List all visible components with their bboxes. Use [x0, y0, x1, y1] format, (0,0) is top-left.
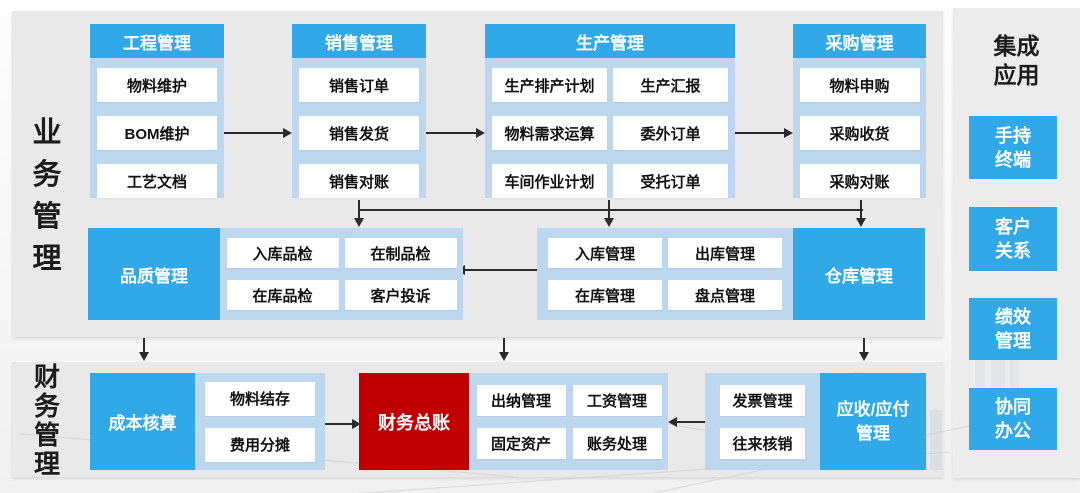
purchasing-group-body: 物料申购 采购收货 采购对账 [793, 58, 926, 198]
performance-management-box: 绩效 管理 [969, 298, 1057, 360]
module-purchase-reconciliation: 采购对账 [799, 164, 920, 198]
module-sales-reconciliation: 销售对账 [299, 164, 419, 198]
arrow-down-icon [856, 218, 866, 227]
arrow-production-to-purchasing [735, 132, 784, 134]
module-incoming-inspection: 入库品检 [226, 238, 339, 268]
arrow-warehouse-to-quality [465, 269, 537, 271]
ledger-items-container: 出纳管理 工资管理 固定资产 账务处理 [470, 373, 668, 470]
cost-items-container: 物料结存 费用分摊 [195, 373, 325, 470]
engineering-group-title: 工程管理 [90, 24, 224, 58]
connector-top-to-middle [359, 209, 863, 211]
arrow-right-icon [784, 128, 793, 138]
module-process-documents: 工艺文档 [97, 164, 217, 198]
arrow-engineering-to-sales [224, 132, 283, 134]
module-outbound-management: 出库管理 [668, 238, 782, 268]
arrow-down-icon [499, 352, 509, 361]
module-outsourcing-order: 委外订单 [613, 116, 728, 150]
integration-apps-title: 集成 应用 [993, 33, 1040, 88]
production-row: 生产排产计划 生产汇报 [492, 68, 728, 102]
module-material-maintenance: 物料维护 [97, 68, 217, 102]
connector-middle-to-ledger-items [503, 338, 505, 353]
module-accounting-processing: 账务处理 [572, 427, 662, 459]
production-group-title: 生产管理 [485, 24, 735, 58]
module-material-requisition: 物料申购 [799, 68, 920, 102]
module-invoice-management: 发票管理 [720, 384, 805, 416]
arrow-down-icon [139, 352, 149, 361]
module-current-account-writeoff: 往来核销 [720, 427, 805, 459]
module-customer-complaint: 客户投诉 [344, 280, 457, 310]
production-row: 车间作业计划 受托订单 [492, 164, 728, 198]
module-inbound-management: 入库管理 [548, 238, 662, 268]
module-consignment-order: 受托订单 [613, 164, 728, 198]
handheld-terminal-box: 手持 终端 [969, 116, 1057, 179]
module-stock-inspection: 在库品检 [226, 280, 339, 310]
arrow-down-icon [354, 218, 364, 227]
connector-warehouse-to-receivable [863, 338, 865, 353]
purchasing-group-title: 采购管理 [793, 24, 926, 58]
module-bom-maintenance: BOM维护 [97, 116, 217, 150]
production-group: 生产管理 生产排产计划 生产汇报 物料需求运算 委外订单 车间作业计划 受托订单 [485, 24, 735, 198]
module-mrp-calculation: 物料需求运算 [492, 116, 607, 150]
module-material-balance: 物料结存 [205, 381, 315, 416]
module-production-report: 生产汇报 [613, 68, 728, 102]
sales-group: 销售管理 销售订单 销售发货 销售对账 [292, 24, 426, 198]
business-section-label: 业务管理 [32, 117, 62, 275]
module-stocktaking-management: 盘点管理 [668, 280, 782, 310]
sales-group-body: 销售订单 销售发货 销售对账 [292, 58, 426, 198]
arrow-sales-to-production [426, 132, 476, 134]
arrow-receivable-to-ledger [677, 421, 707, 423]
customer-relationship-box: 客户 关系 [969, 207, 1057, 271]
cost-accounting-box: 成本核算 [90, 373, 195, 470]
production-row: 物料需求运算 委外订单 [492, 116, 728, 150]
general-ledger-box: 财务总账 [359, 373, 469, 470]
module-payroll-management: 工资管理 [572, 384, 662, 416]
module-purchase-receiving: 采购收货 [799, 116, 920, 150]
engineering-group-body: 物料维护 BOM维护 工艺文档 [90, 58, 224, 198]
module-expense-allocation: 费用分摊 [205, 427, 315, 462]
building-watermark [975, 340, 985, 410]
warehouse-items-container: 入库管理 出库管理 在库管理 盘点管理 [537, 228, 793, 320]
arrow-down-icon [604, 218, 614, 227]
building-watermark [1010, 350, 1019, 410]
quality-management-box: 品质管理 [88, 228, 220, 320]
finance-section-label: 财务管理 [33, 362, 60, 479]
module-production-scheduling: 生产排产计划 [492, 68, 607, 102]
module-sales-delivery: 销售发货 [299, 116, 419, 150]
module-stock-management: 在库管理 [548, 280, 662, 310]
production-group-body: 生产排产计划 生产汇报 物料需求运算 委外订单 车间作业计划 受托订单 [485, 58, 735, 198]
receivable-items-container: 发票管理 往来核销 [705, 373, 820, 470]
arrow-right-icon [283, 128, 292, 138]
arrow-left-icon [668, 417, 677, 427]
building-watermark [930, 410, 942, 470]
module-inprocess-inspection: 在制品检 [344, 238, 457, 268]
purchasing-group: 采购管理 物料申购 采购收货 采购对账 [793, 24, 926, 198]
engineering-group: 工程管理 物料维护 BOM维护 工艺文档 [90, 24, 224, 198]
arrow-right-icon [476, 128, 485, 138]
sales-group-title: 销售管理 [292, 24, 426, 58]
module-sales-order: 销售订单 [299, 68, 419, 102]
quality-items-container: 入库品检 在制品检 在库品检 客户投诉 [220, 228, 463, 320]
ar-ap-management-box: 应收/应付 管理 [820, 373, 926, 470]
module-cashier-management: 出纳管理 [476, 384, 566, 416]
warehouse-management-box: 仓库管理 [793, 228, 925, 320]
connector-drop-sales [358, 200, 360, 219]
module-fixed-assets: 固定资产 [476, 427, 566, 459]
connector-quality-to-cost [143, 338, 145, 353]
collaborative-office-box: 协同 办公 [969, 388, 1057, 450]
arrow-right-icon [352, 419, 361, 429]
arrow-down-icon [859, 352, 869, 361]
module-workshop-plan: 车间作业计划 [492, 164, 607, 198]
connector-drop-production [608, 200, 610, 219]
arrow-cost-to-ledger [325, 423, 352, 425]
connector-drop-purchasing [860, 200, 862, 219]
